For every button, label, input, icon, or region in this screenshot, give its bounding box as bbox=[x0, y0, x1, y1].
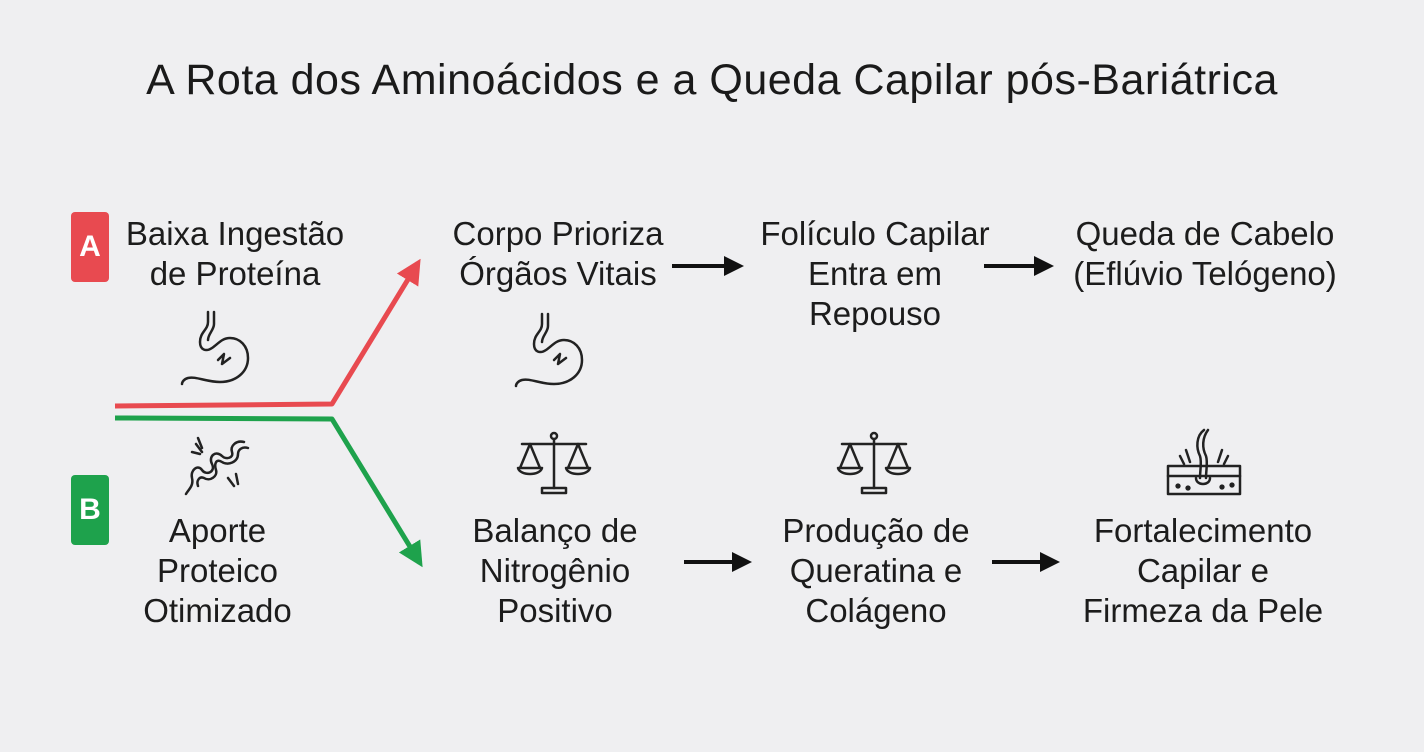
balance-scale-icon bbox=[516, 431, 592, 495]
node-keratin-collagen: Produção de Queratina e Colágeno bbox=[782, 512, 970, 629]
green-branch-arrow bbox=[114, 415, 423, 568]
node-optimized-protein: Aporte Proteico Otimizado bbox=[143, 512, 292, 629]
node-hair-strengthening: Fortalecimento Capilar e Firmeza da Pele bbox=[1082, 512, 1324, 629]
node-nitrogen-balance: Balanço de Nitrogênio Positivo bbox=[472, 512, 638, 629]
hair-follicle-icon bbox=[1166, 428, 1242, 496]
node-follicle-rest: Folículo Capilar Entra em Repouso bbox=[760, 215, 990, 332]
stomach-icon bbox=[180, 310, 250, 386]
balance-scale-icon bbox=[836, 431, 912, 495]
red-branch-arrow bbox=[114, 258, 421, 409]
node-hair-loss: Queda de Cabelo (Eflúvio Telógeno) bbox=[1073, 215, 1337, 292]
badge-a: A bbox=[71, 212, 109, 282]
node-body-prioritizes-organs: Corpo Prioriza Órgãos Vitais bbox=[452, 215, 664, 292]
page-title: A Rota dos Aminoácidos e a Queda Capilar… bbox=[146, 56, 1278, 104]
intestine-icon bbox=[184, 436, 250, 496]
node-low-protein-intake: Baixa Ingestão de Proteína bbox=[125, 215, 345, 292]
badge-b: B bbox=[71, 475, 109, 545]
stomach-icon bbox=[514, 312, 584, 388]
